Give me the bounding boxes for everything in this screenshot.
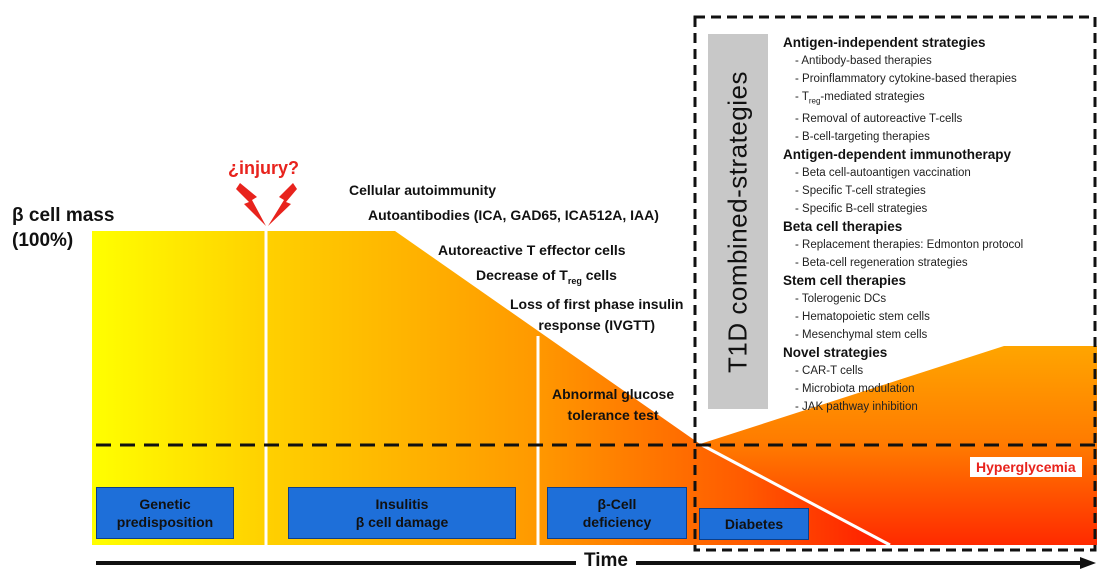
strategy-item: - Removal of autoreactive T-cells: [795, 113, 963, 126]
abnormal-glucose-line2: tolerance test: [567, 407, 659, 423]
decrease-treg-label: Decrease of Treg cells: [476, 267, 617, 286]
antigen-independent-title: Antigen-independent strategies: [783, 35, 986, 50]
stage-genetic-line1: Genetic: [139, 496, 191, 512]
treg-subscript: reg: [808, 96, 821, 106]
strategy-item: - Tolerogenic DCs: [795, 293, 887, 306]
loss-first-phase-line1: Loss of first phase insulin: [510, 296, 684, 312]
strategy-item: - JAK pathway inhibition: [795, 401, 918, 414]
loss-first-phase-line2: response (IVGTT): [538, 317, 656, 333]
strategy-item: - Microbiota modulation: [795, 383, 915, 396]
y-axis-label-line1: β cell mass: [12, 205, 115, 226]
combined-strategies-title-box: T1D combined-strategies: [708, 34, 768, 409]
stem-cell-therapies-title: Stem cell therapies: [783, 273, 907, 289]
stage-genetic-predisposition: Genetic predisposition: [96, 487, 234, 539]
hyperglycemia-label: Hyperglycemia: [970, 457, 1082, 477]
stage-insulitis-line2: β cell damage: [355, 514, 449, 530]
strategy-item: - Beta cell-autoantigen vaccination: [795, 167, 971, 180]
lightning-bolt-icon: [236, 183, 266, 226]
stage-diabetes: Diabetes: [699, 508, 809, 540]
y-axis-label-line2: (100%): [12, 230, 74, 251]
strategy-item: - Mesenchymal stem cells: [795, 329, 928, 342]
strategy-item: - CAR-T cells: [795, 365, 864, 378]
treg-suffix: -mediated strategies: [820, 91, 925, 103]
treg-prefix: - T: [795, 91, 809, 103]
beta-cell-mass-area: [92, 231, 890, 545]
stage-beta-cell-deficiency: β-Cell deficiency: [547, 487, 687, 539]
strategy-item: - Specific B-cell strategies: [795, 203, 928, 216]
decrease-treg-prefix: Decrease of T: [476, 267, 568, 283]
strategy-item: - Replacement therapies: Edmonton protoc…: [795, 239, 1024, 252]
abnormal-glucose-line1: Abnormal glucose: [552, 386, 675, 402]
strategy-item: - Antibody-based therapies: [795, 55, 932, 67]
y-axis-label: β cell mass (100%): [12, 203, 114, 253]
strategies-panel: Antigen-independent strategies - Antibod…: [783, 34, 1095, 416]
time-axis-label: Time: [576, 550, 637, 572]
strategy-item: - Specific T-cell strategies: [795, 185, 926, 198]
stage-insulitis-line1: Insulitis: [375, 496, 429, 512]
abnormal-glucose-label: Abnormal glucose tolerance test: [552, 384, 674, 426]
strategy-item: - Proinflammatory cytokine-based therapi…: [795, 73, 1017, 85]
stage-deficiency-line1: β-Cell: [597, 496, 637, 512]
diabetes-divider: [699, 442, 891, 547]
combined-strategies-frame: [693, 15, 1097, 552]
cellular-autoimmunity-label: Cellular autoimmunity: [349, 182, 497, 198]
stage-deficiency-line2: deficiency: [582, 514, 652, 530]
injury-label: ¿injury?: [228, 158, 299, 178]
stage-insulitis: Insulitis β cell damage: [288, 487, 516, 539]
antigen-dependent-title: Antigen-dependent immunotherapy: [783, 147, 1012, 163]
autoantibodies-label: Autoantibodies (ICA, GAD65, ICA512A, IAA…: [368, 207, 659, 223]
decrease-treg-subscript: reg: [567, 275, 582, 286]
strategy-item: - Hematopoietic stem cells: [795, 311, 930, 324]
strategy-item: - Beta-cell regeneration strategies: [795, 257, 968, 270]
decrease-treg-suffix: cells: [581, 267, 617, 283]
loss-first-phase-insulin-label: Loss of first phase insulin response (IV…: [510, 294, 683, 336]
time-axis-arrowhead: [1080, 557, 1096, 569]
stage-genetic-line2: predisposition: [116, 514, 214, 530]
lightning-bolt-icon: [268, 183, 297, 226]
beta-cell-therapies-title: Beta cell therapies: [783, 219, 903, 235]
autoreactive-t-cells-label: Autoreactive T effector cells: [438, 242, 626, 258]
combined-strategies-title: T1D combined-strategies: [722, 70, 753, 373]
strategy-item-treg: - Treg-mediated strategies: [783, 88, 1095, 110]
novel-strategies-title: Novel strategies: [783, 345, 888, 361]
strategy-item: - B-cell-targeting therapies: [795, 131, 930, 144]
